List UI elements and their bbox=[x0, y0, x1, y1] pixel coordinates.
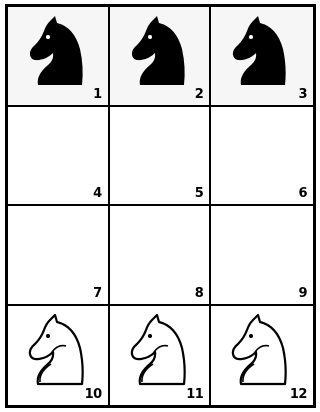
black-knight-icon[interactable] bbox=[124, 15, 194, 95]
cell-number: 2 bbox=[195, 87, 204, 102]
cell-number: 4 bbox=[93, 186, 102, 201]
white-knight-icon[interactable] bbox=[22, 314, 92, 394]
board-cell-4[interactable]: 4 bbox=[8, 107, 110, 207]
cell-number: 7 bbox=[93, 286, 102, 301]
board-cell-10[interactable]: 10 bbox=[8, 306, 110, 406]
cell-number: 10 bbox=[85, 387, 102, 402]
cell-number: 1 bbox=[93, 87, 102, 102]
board-cell-6[interactable]: 6 bbox=[211, 107, 313, 207]
cell-number: 8 bbox=[195, 286, 204, 301]
cell-number: 5 bbox=[195, 186, 204, 201]
board-cell-12[interactable]: 12 bbox=[211, 306, 313, 406]
board-cell-2[interactable]: 2 bbox=[110, 7, 212, 107]
board-cell-1[interactable]: 1 bbox=[8, 7, 110, 107]
cell-number: 9 bbox=[298, 286, 307, 301]
white-knight-icon[interactable] bbox=[124, 314, 194, 394]
cell-number: 11 bbox=[186, 387, 203, 402]
board-cell-11[interactable]: 11 bbox=[110, 306, 212, 406]
board-cell-8[interactable]: 8 bbox=[110, 206, 212, 306]
board-cell-7[interactable]: 7 bbox=[8, 206, 110, 306]
black-knight-icon[interactable] bbox=[225, 15, 295, 95]
board-cell-3[interactable]: 3 bbox=[211, 7, 313, 107]
black-knight-icon[interactable] bbox=[22, 15, 92, 95]
cell-number: 3 bbox=[298, 87, 307, 102]
chess-knight-board: 1 2 3 4 5 6 7 8 9 10 11 bbox=[5, 4, 316, 408]
cell-number: 6 bbox=[298, 186, 307, 201]
white-knight-icon[interactable] bbox=[225, 314, 295, 394]
board-cell-5[interactable]: 5 bbox=[110, 107, 212, 207]
board-cell-9[interactable]: 9 bbox=[211, 206, 313, 306]
cell-number: 12 bbox=[290, 387, 307, 402]
